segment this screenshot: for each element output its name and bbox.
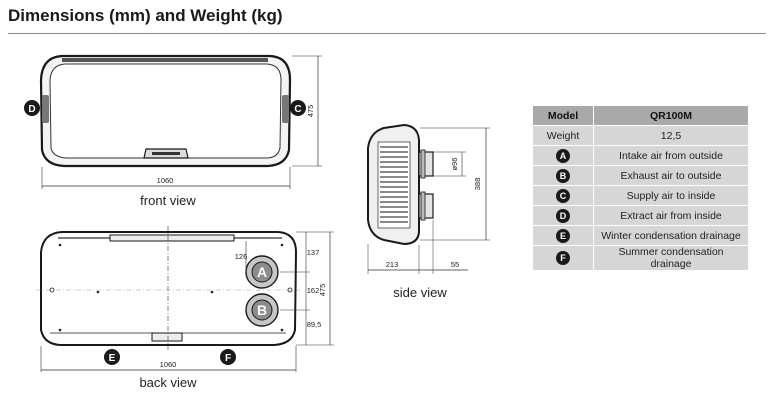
- spec-row: D Extract air from inside: [532, 205, 749, 226]
- spec-row: A Intake air from outside: [532, 145, 749, 166]
- back-view-outer-shell: [40, 231, 298, 346]
- back-view-marker-f-label: F: [225, 353, 231, 364]
- front-view: D C 1060 475 front view: [24, 54, 322, 208]
- side-view-offset-label: 55: [451, 260, 459, 269]
- back-view-hole: [58, 328, 62, 332]
- back-view-height-label: 475: [318, 284, 327, 297]
- spec-table-header: Model QR100M: [532, 105, 749, 126]
- marker-badge: A: [556, 148, 570, 163]
- side-view-diameter-label: ø96: [450, 158, 459, 171]
- back-view-port-b-label: B: [257, 302, 267, 318]
- spec-header-label: Model: [532, 105, 594, 126]
- spec-weight-value: 12,5: [593, 125, 749, 146]
- spec-row: C Supply air to inside: [532, 185, 749, 206]
- front-view-left-handle: [42, 95, 49, 123]
- spec-header-value: QR100M: [593, 105, 749, 126]
- side-view-caption: side view: [393, 285, 447, 300]
- back-view-port-b-inner: [251, 299, 273, 321]
- back-view-89-label: 89,5: [307, 320, 322, 329]
- back-view-bottom-drain: [151, 332, 183, 342]
- spec-row-text: Extract air from inside: [593, 205, 749, 226]
- page-title: Dimensions (mm) and Weight (kg): [8, 6, 283, 25]
- back-view-hole: [280, 243, 284, 247]
- back-view-marker-f: [220, 349, 236, 365]
- back-view-width-label: 1060: [160, 360, 177, 369]
- front-view-marker-d: [24, 100, 40, 116]
- front-view-marker-d-label: D: [28, 104, 35, 115]
- front-view-caption: front view: [140, 193, 196, 208]
- spec-row-text: Intake air from outside: [593, 145, 749, 166]
- marker-badge: D: [556, 208, 570, 223]
- back-view-hole: [58, 243, 62, 247]
- spec-row: E Winter condensation drainage: [532, 225, 749, 246]
- back-view-hole: [49, 287, 55, 293]
- side-view-spigot-top-ring: [420, 149, 426, 179]
- front-view-marker-c: [290, 100, 306, 116]
- spec-row-text: Winter condensation drainage: [593, 225, 749, 246]
- spec-row: B Exhaust air to outside: [532, 165, 749, 186]
- back-view-top-bracket: [109, 234, 235, 242]
- side-view-depth-label: 213: [386, 260, 399, 269]
- back-view-hole: [280, 328, 284, 332]
- spec-row: F Summer condensation drainage: [532, 245, 749, 271]
- back-view-caption: back view: [139, 375, 197, 390]
- back-view-port-a-inner: [251, 261, 273, 283]
- front-view-top-lip: [62, 58, 268, 62]
- side-view-height-label: 388: [473, 178, 482, 191]
- back-view-162-label: 162: [307, 286, 320, 295]
- back-view: A B E F 1060 126 137 162 89,5: [36, 226, 334, 390]
- spec-row-weight: Weight 12,5: [532, 125, 749, 146]
- side-view: ø96 388 213 55 side view: [367, 123, 490, 300]
- marker-badge: B: [556, 168, 570, 183]
- back-view-hole: [210, 290, 214, 294]
- back-view-137-label: 137: [307, 248, 320, 257]
- spec-weight-label: Weight: [532, 125, 594, 146]
- spec-table: Model QR100M Weight 12,5 A Intake air fr…: [532, 105, 749, 271]
- spec-row-text: Summer condensation drainage: [593, 245, 749, 271]
- front-view-grip-slot: [152, 152, 180, 155]
- spec-row-text: Supply air to inside: [593, 185, 749, 206]
- marker-badge: F: [556, 251, 570, 265]
- side-view-fin-block: [377, 141, 411, 229]
- back-view-hole: [287, 287, 293, 293]
- back-view-port-a-label: A: [257, 264, 267, 280]
- front-view-marker-c-label: C: [294, 104, 301, 115]
- back-view-marker-e-label: E: [109, 353, 116, 364]
- marker-badge: E: [556, 228, 570, 243]
- side-view-spigot-bottom-ring: [420, 191, 426, 221]
- marker-badge: C: [556, 188, 570, 203]
- side-view-fins: [380, 146, 408, 223]
- spec-row-text: Exhaust air to outside: [593, 165, 749, 186]
- front-view-panel: [49, 63, 282, 159]
- front-view-width-label: 1060: [157, 176, 174, 185]
- back-view-marker-e: [104, 349, 120, 365]
- back-view-126-label: 126: [235, 252, 248, 261]
- back-view-hole: [96, 290, 100, 294]
- title-divider: [8, 33, 766, 34]
- front-view-right-handle: [282, 95, 289, 123]
- front-view-height-label: 475: [306, 105, 315, 118]
